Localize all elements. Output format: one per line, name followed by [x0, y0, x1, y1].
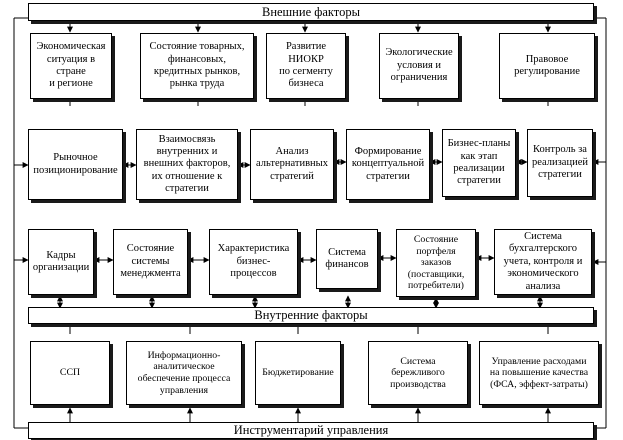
- tool-lean-production: Система бережливого производства: [368, 341, 468, 405]
- internal-factor-order-portfolio: Состояние портфеля заказов (поставщики, …: [396, 229, 476, 297]
- strategy-business-plans: Бизнес-планы как этап реализации стратег…: [442, 129, 516, 197]
- management-tools-bar: Инструментарий управления: [28, 422, 594, 439]
- tool-quality-cost-management: Управление расходами на повышение качест…: [479, 341, 599, 405]
- strategy-factor-relationship: Взаимосвязь внутренних и внешних факторо…: [136, 129, 238, 200]
- internal-factor-finance-system: Система финансов: [316, 229, 378, 289]
- external-factor-markets: Состояние товарных, финансовых, кредитны…: [140, 33, 254, 99]
- internal-factors-bar: Внутренние факторы: [28, 307, 594, 324]
- strategy-market-positioning: Рыночное позиционирование: [28, 129, 123, 200]
- internal-factor-business-processes: Характеристика бизнес- процессов: [209, 229, 298, 295]
- internal-factor-accounting-system: Система бухгалтерского учета, контроля и…: [494, 229, 592, 295]
- external-factor-ecology: Экологические условия и ограничения: [379, 33, 459, 99]
- external-factors-bar: Внешние факторы: [28, 3, 594, 21]
- internal-factor-personnel: Кадры организации: [28, 229, 94, 295]
- tool-budgeting: Бюджетирование: [255, 341, 341, 405]
- external-factor-law: Правовое регулирование: [499, 33, 595, 99]
- external-factor-rnd: Развитие НИОКР по сегменту бизнеса: [266, 33, 346, 99]
- external-factor-economy: Экономическая ситуация в стране и регион…: [30, 33, 112, 99]
- tool-bsc: ССП: [30, 341, 110, 405]
- tool-information-support: Информационно- аналитическое обеспечение…: [126, 341, 242, 405]
- strategy-alternatives-analysis: Анализ альтернативных стратегий: [250, 129, 334, 200]
- internal-factor-management-system: Состояние системы менеджмента: [113, 229, 188, 295]
- strategy-implementation-control: Контроль за реализацией стратегии: [527, 129, 593, 197]
- strategy-concept-formation: Формирование концептуальной стратегии: [346, 129, 430, 200]
